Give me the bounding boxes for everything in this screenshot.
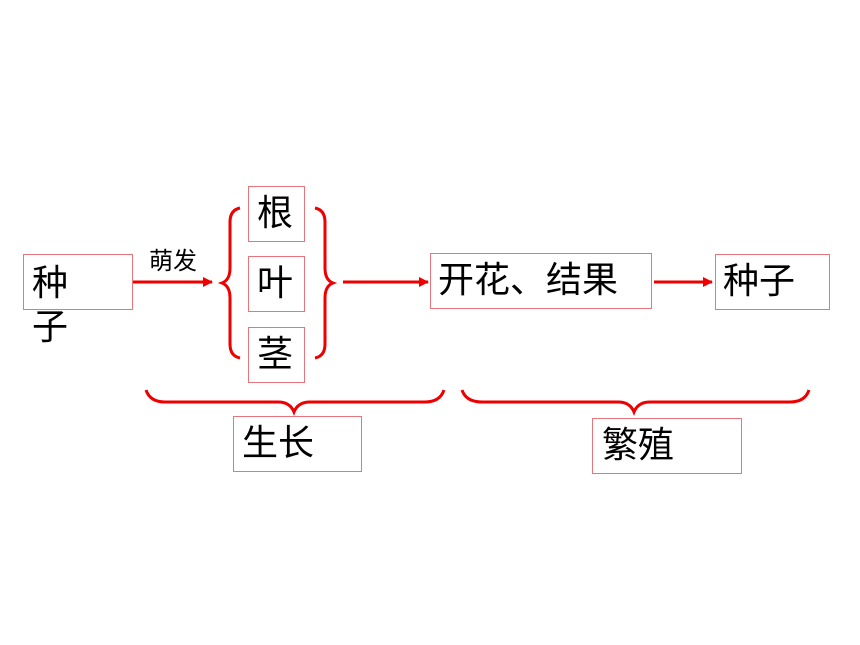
seed-start-text: 种子 [32,263,69,348]
reproduction-text: 繁殖 [602,425,675,466]
stem-text: 茎 [257,334,294,375]
seed-start-box [23,254,133,310]
reproduction-box [592,418,742,474]
germinate-label: 萌发 [149,247,197,275]
growth-box [233,416,362,472]
leaf-box [248,256,305,312]
flower-fruit-box [430,253,652,309]
left-brace [217,206,241,360]
growth-brace [144,389,446,417]
reproduction-brace [460,389,811,417]
stem-box [248,327,305,383]
growth-text: 生长 [242,423,315,464]
root-box [248,186,305,242]
leaf-text: 叶 [257,263,294,304]
seed-end-box [715,254,830,310]
seed-end-text: 种子 [723,261,796,302]
flower-fruit-text: 开花、结果 [438,260,619,301]
root-text: 根 [257,193,294,234]
right-brace [314,206,338,360]
